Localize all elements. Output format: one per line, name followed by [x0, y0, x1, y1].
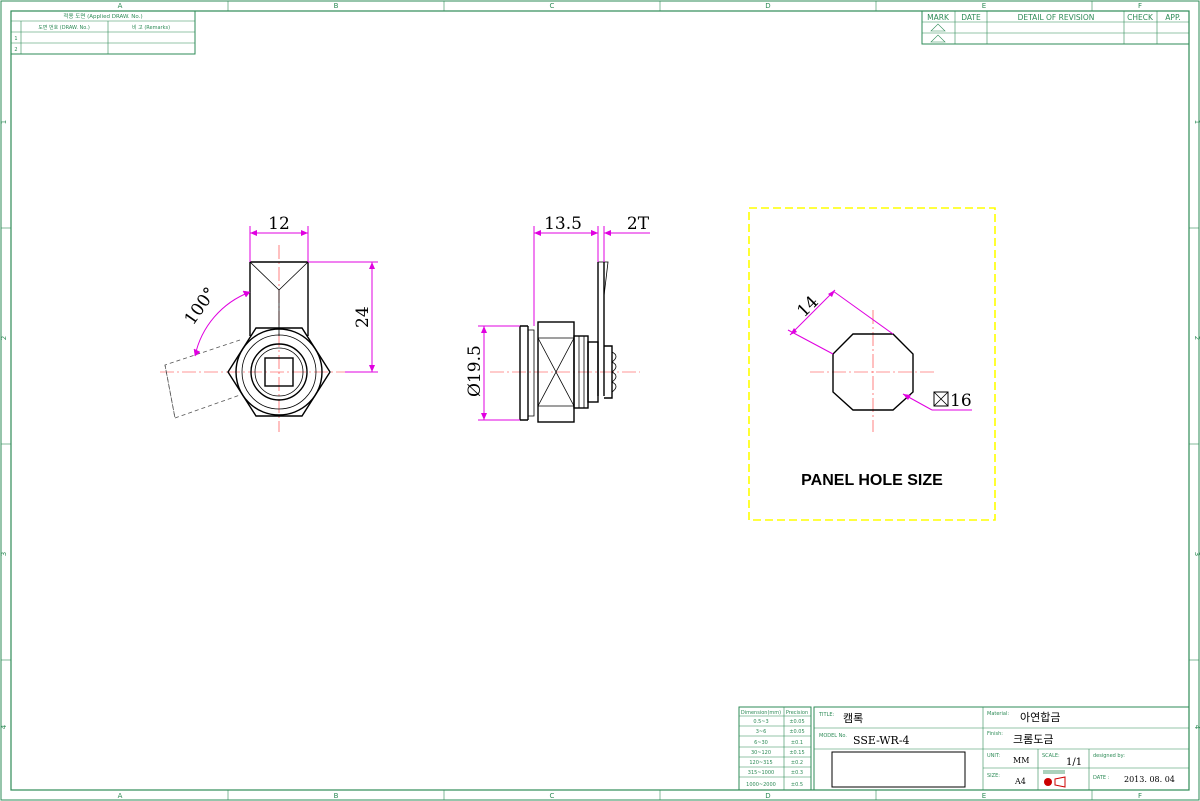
material-value: 아연합금 — [1020, 711, 1060, 724]
size-label: SIZE: — [987, 773, 1000, 779]
dim-front-height: 24 — [353, 306, 373, 328]
size-value: A4 — [1014, 777, 1026, 786]
applied-drawing-table: 적용 도면 (Applied DRAW. No.) 도면 번호 (DRAW. N… — [10, 10, 196, 55]
dim-hole-square: 16 — [950, 391, 972, 411]
row-label-1-left: 1 — [0, 120, 8, 124]
tol-row-prec: ±0.2 — [791, 760, 803, 766]
date-value: 2013. 08. 04 — [1124, 775, 1175, 784]
revision-header-check: CHECK — [1127, 13, 1154, 22]
applied-table-row1: 1 — [14, 36, 17, 42]
tol-row-dim: 30~120 — [751, 750, 771, 756]
row-label-3-right: 3 — [1193, 552, 1200, 556]
finish-value: 크롬도금 — [1013, 733, 1053, 746]
tolerance-table: Dimension(mm) Precision 0.5~3 ±0.05 3~6 … — [738, 706, 812, 791]
title-value: 캠록 — [843, 712, 863, 725]
row-label-2-left: 2 — [0, 336, 8, 340]
model-value: SSE-WR-4 — [853, 734, 910, 747]
panel-hole-view: 14 16 PANEL HOLE SIZE — [748, 207, 996, 521]
revision-header-app: APP. — [1165, 13, 1180, 22]
revision-table: MARK DATE DETAIL OF REVISION CHECK APP. — [921, 10, 1190, 45]
tol-row-prec: ±0.05 — [789, 719, 804, 725]
revision-header-detail: DETAIL OF REVISION — [1018, 13, 1095, 22]
unit-value: MM — [1013, 756, 1029, 765]
tol-row-dim: 120~315 — [749, 760, 772, 766]
finish-label: Finish: — [987, 731, 1003, 737]
col-label-f-top: F — [1138, 2, 1142, 10]
material-label: Material: — [987, 711, 1009, 717]
row-label-1-right: 1 — [1193, 120, 1200, 124]
square-symbol-icon — [933, 391, 949, 407]
inner-frame — [10, 10, 1190, 791]
title-block: TITLE: 캠록 MODEL No. SSE-WR-4 Material: 아… — [813, 706, 1190, 791]
tol-header-prec: Precision — [786, 710, 808, 716]
tol-row-prec: ±0.1 — [791, 740, 803, 746]
tol-row-prec: ±0.3 — [791, 770, 803, 776]
tol-row-prec: ±0.5 — [791, 782, 803, 788]
tol-header-dim: Dimension(mm) — [741, 710, 781, 716]
dim-rotation-angle: 100° — [181, 284, 221, 329]
col-label-a-bottom: A — [118, 792, 123, 800]
dim-side-width: 13.5 — [544, 214, 582, 234]
tol-row-dim: 1000~2000 — [746, 782, 776, 788]
front-view: 100° 12 24 — [160, 214, 378, 432]
col-label-d-top: D — [765, 2, 770, 10]
tol-row-prec: ±0.15 — [789, 750, 804, 756]
col-label-d-bottom: D — [765, 792, 770, 800]
revision-header-mark: MARK — [927, 13, 950, 22]
model-label: MODEL No. — [819, 733, 847, 739]
row-label-4-right: 4 — [1193, 725, 1200, 730]
dim-thickness: 2T — [627, 214, 650, 234]
col-label-c-bottom: C — [550, 792, 555, 800]
tol-row-prec: ±0.05 — [789, 729, 804, 735]
tol-row-dim: 0.5~3 — [753, 719, 768, 725]
applied-table-col1: 도면 번호 (DRAW. No.) — [38, 24, 90, 31]
col-label-c-top: C — [550, 2, 555, 10]
revision-header-date: DATE — [961, 13, 981, 22]
designed-label: designed by: — [1093, 753, 1125, 759]
dim-hole-width: 14 — [793, 292, 822, 321]
date-label: DATE : — [1093, 775, 1110, 781]
revision-triangle-icon-1 — [930, 23, 946, 32]
row-label-2-right: 2 — [1193, 336, 1200, 340]
col-label-e-top: E — [982, 2, 986, 10]
title-label: TITLE: — [818, 712, 835, 718]
logo-box — [831, 751, 966, 788]
dim-front-width: 12 — [268, 214, 290, 234]
scale-value: 1/1 — [1066, 757, 1082, 768]
panel-hole-boundary — [748, 207, 996, 521]
col-label-e-bottom: E — [982, 792, 986, 800]
side-view: 13.5 2T Ø19.5 — [465, 214, 650, 423]
col-label-b-top: B — [334, 2, 339, 10]
panel-hole-label: PANEL HOLE SIZE — [801, 472, 943, 489]
applied-table-title: 적용 도면 (Applied DRAW. No.) — [63, 12, 142, 20]
tol-row-dim: 6~30 — [754, 740, 768, 746]
applied-table-row2: 2 — [14, 47, 17, 53]
row-label-4-left: 4 — [0, 724, 8, 729]
unit-label: UNIT: — [987, 753, 1000, 759]
applied-table-col2: 비 고 (Remarks) — [132, 24, 170, 31]
dim-diameter: Ø19.5 — [465, 345, 485, 397]
row-label-3-left: 3 — [0, 552, 8, 556]
col-label-b-bottom: B — [334, 792, 339, 800]
col-label-a-top: A — [118, 2, 123, 10]
tol-row-dim: 3~6 — [756, 729, 767, 735]
scale-label: SCALE: — [1042, 753, 1060, 759]
col-label-f-bottom: F — [1138, 792, 1142, 800]
tol-row-dim: 315~1000 — [748, 770, 774, 776]
revision-triangle-icon-2 — [930, 34, 946, 43]
projection-icon — [1043, 770, 1066, 788]
